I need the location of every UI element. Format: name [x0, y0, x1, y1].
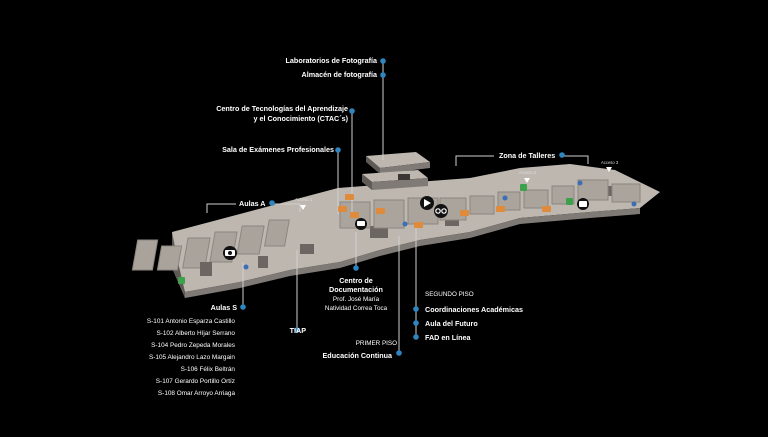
- aulas-a-bracket-right: [272, 203, 301, 212]
- label-acceso-3: Acceso 3: [601, 160, 619, 165]
- label-centro-doc-name-1: Prof. José María: [332, 296, 380, 303]
- label-fad-en-linea: FAD en Línea: [425, 333, 471, 342]
- label-centro-doc-name-2: Natividad Correa Toca: [324, 305, 388, 312]
- label-laboratorios-fotografia: Laboratorios de Fotografía: [285, 56, 377, 65]
- marker-aulas-a[interactable]: [269, 200, 275, 206]
- cafeteria-icon: [338, 194, 551, 228]
- label-segundo-piso: SEGUNDO PISO: [425, 291, 474, 298]
- room-s106: S-106 Félix Beltrán: [180, 366, 235, 373]
- label-sala-examenes: Sala de Exámenes Profesionales: [222, 145, 334, 154]
- room-s107: S-107 Gerardo Portillo Ortíz: [155, 378, 235, 385]
- label-centro-documentacion-2: Documentación: [329, 285, 383, 294]
- label-coordinaciones-academicas: Coordinaciones Académicas: [425, 305, 523, 314]
- marker-centro-doc[interactable]: [353, 265, 359, 271]
- camera-icon[interactable]: [223, 246, 237, 260]
- marker-sala-examenes[interactable]: [335, 147, 341, 153]
- label-primer-piso: PRIMER PISO: [355, 340, 397, 347]
- access-arrows: [300, 167, 612, 210]
- label-aulas-s: Aulas S: [210, 303, 237, 312]
- emergency-exit-icon: [178, 184, 573, 284]
- aulas-a-bracket: [206, 203, 236, 213]
- room-s105: S-105 Alejandro Lazo Margain: [149, 354, 235, 361]
- building-front-wall: [172, 208, 640, 298]
- map-icons: [178, 180, 637, 284]
- marker-coordinaciones[interactable]: [413, 306, 419, 312]
- building-3d: [131, 152, 660, 298]
- label-ctac-line2: y el Conocimiento (CTAC´s): [253, 114, 348, 123]
- label-tiap: TIAP: [289, 326, 306, 335]
- marker-fad[interactable]: [413, 334, 419, 340]
- marker-almacen-foto[interactable]: [380, 72, 386, 78]
- label-centro-documentacion-1: Centro de: [339, 276, 373, 285]
- room-s102: S-102 Alberto Híjar Serrano: [156, 330, 235, 337]
- restroom-icon: [243, 180, 637, 270]
- marker-ctac[interactable]: [349, 108, 355, 114]
- marker-aulas-s[interactable]: [240, 304, 246, 310]
- film-camera-icon[interactable]: [434, 204, 448, 218]
- marker-educacion[interactable]: [396, 350, 402, 356]
- label-zona-talleres: Zona de Talleres: [499, 151, 556, 160]
- marker-lab-foto[interactable]: [380, 58, 386, 64]
- access-arrow-icon: [524, 178, 530, 183]
- label-aula-del-futuro: Aula del Futuro: [425, 319, 478, 328]
- vr-goggles-icon[interactable]: [420, 196, 434, 210]
- room-s108: S-108 Omar Arroyo Arriaga: [157, 390, 235, 397]
- label-ctac-line1: Centro de Tecnologías del Aprendizaje: [216, 104, 348, 113]
- label-acceso-2: Acceso 2: [519, 170, 537, 175]
- room-s104: S-104 Pedro Zepeda Morales: [151, 342, 235, 349]
- access-arrow-icon: [300, 205, 306, 210]
- camera-icon[interactable]: [577, 198, 589, 210]
- marker-aula-futuro[interactable]: [413, 320, 419, 326]
- section-brackets: [206, 155, 589, 213]
- talleres-rooms: [469, 179, 641, 215]
- label-educacion-continua: Educación Continua: [322, 351, 392, 360]
- location-markers: [240, 58, 565, 356]
- zona-talleres-bracket-right: [562, 155, 589, 164]
- marker-tiap[interactable]: [294, 327, 300, 333]
- camera-icon[interactable]: [355, 218, 367, 230]
- marker-zona-talleres[interactable]: [559, 152, 565, 158]
- upper-floor-pieces: [362, 152, 430, 190]
- label-almacen-fotografia: Almacén de fotografía: [301, 70, 377, 79]
- zona-talleres-bracket-left: [455, 155, 494, 166]
- room-s101: S-101 Antonio Esparza Castillo: [146, 318, 235, 325]
- access-arrow-icon: [606, 167, 612, 172]
- interior-shadows: [200, 186, 620, 276]
- label-acceso-1: Acceso 1: [295, 197, 313, 202]
- label-aulas-a: Aulas A: [239, 199, 266, 208]
